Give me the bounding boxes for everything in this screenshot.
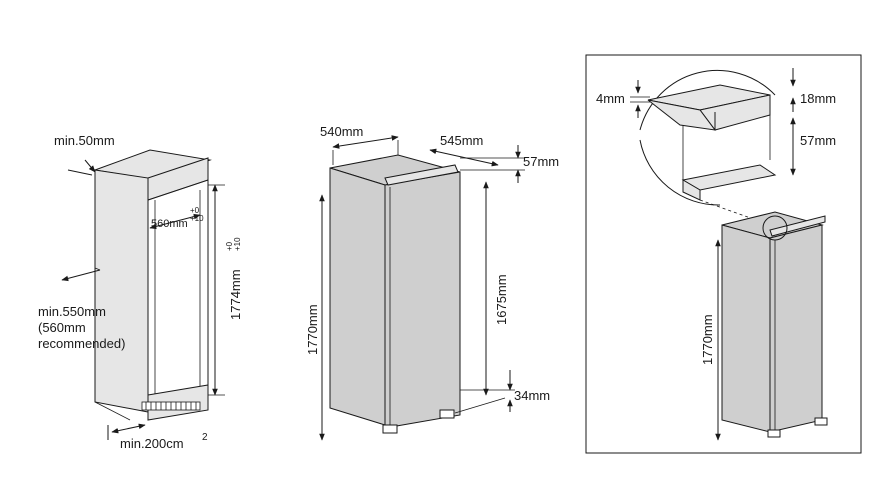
min-550-dimension: min.550mm (560mm recommended)	[38, 267, 125, 351]
bottom-34-dimension: 34mm	[460, 370, 550, 412]
height-1770-label: 1770mm	[305, 304, 320, 355]
height-1770-dimension: 1770mm	[305, 194, 325, 441]
svg-text:+10: +10	[190, 214, 204, 223]
top-18-label: 18mm	[800, 91, 836, 106]
vent-grille	[141, 401, 201, 411]
min-550-label-line2: (560mm	[38, 320, 86, 335]
top-57-dimension: 57mm	[460, 145, 559, 183]
top-57-label: 57mm	[523, 154, 559, 169]
detail-circle	[762, 215, 788, 241]
width-560-label: 560mm	[151, 218, 188, 230]
top-57-detail-dimension: 57mm	[790, 117, 836, 176]
min-200-dimension: min.200cm 2	[107, 423, 208, 451]
svg-text:2: 2	[202, 432, 208, 443]
gap-4-dimension: 4mm	[596, 80, 650, 118]
width-540-dimension: 540mm	[320, 124, 399, 165]
gap-4-label: 4mm	[596, 91, 625, 106]
detail-height-1770-dimension: 1770mm	[700, 239, 721, 441]
height-1774-dimension: 1774mm +0 +10	[208, 184, 243, 396]
min-50-dimension: min.50mm	[54, 133, 115, 176]
width-560-dimension: 560mm +0 +10	[149, 206, 204, 230]
niche-cabinet	[93, 149, 212, 421]
min-550-label-line3: recommended)	[38, 336, 125, 351]
min-50-label: min.50mm	[54, 133, 115, 148]
svg-text:+0: +0	[225, 241, 234, 251]
fridge-unit	[329, 154, 506, 434]
height-1675-dimension: 1675mm	[483, 181, 509, 396]
bottom-34-label: 34mm	[514, 388, 550, 403]
detail-fridge-unit	[721, 211, 828, 438]
depth-545-dimension: 545mm	[429, 133, 499, 167]
top-18-dimension: 18mm	[790, 68, 836, 112]
width-540-label: 540mm	[320, 124, 363, 139]
min-200-label: min.200cm	[120, 436, 184, 451]
top-57-detail-label: 57mm	[800, 133, 836, 148]
height-1675-label: 1675mm	[494, 274, 509, 325]
svg-text:+10: +10	[233, 237, 242, 251]
min-550-label-line1: min.550mm	[38, 304, 106, 319]
magnified-detail	[639, 69, 777, 206]
height-1774-label: 1774mm	[228, 269, 243, 320]
depth-545-label: 545mm	[440, 133, 483, 148]
detail-height-1770-label: 1770mm	[700, 314, 715, 365]
svg-text:+0: +0	[190, 206, 200, 215]
